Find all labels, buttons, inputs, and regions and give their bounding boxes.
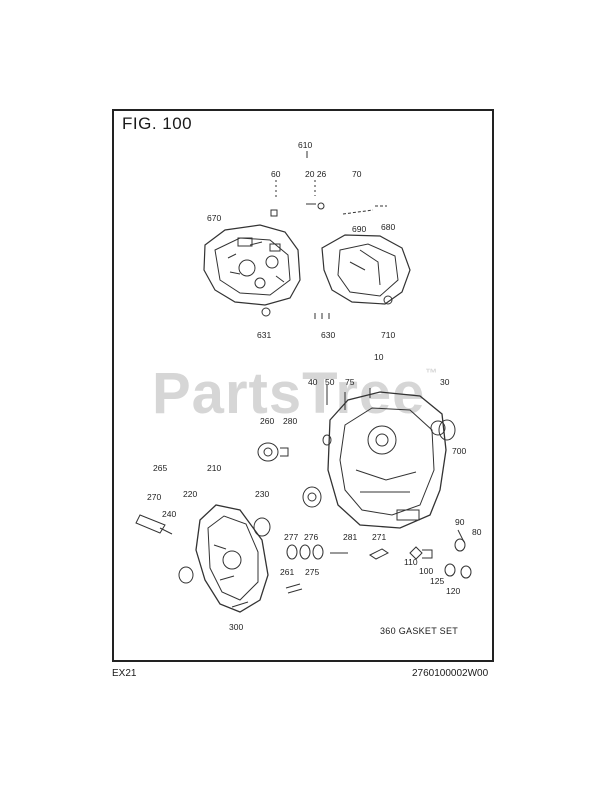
callout-70: 70 <box>352 169 362 179</box>
model-code: EX21 <box>112 668 137 679</box>
part-270-240-dipstick <box>135 514 173 535</box>
part-230-seal <box>302 486 322 508</box>
callout-210: 210 <box>207 463 222 473</box>
callout-281: 281 <box>343 532 358 542</box>
callout-270: 270 <box>147 492 162 502</box>
part-300-bolt <box>231 601 249 608</box>
callout-271: 271 <box>372 532 387 542</box>
callout-260: 260 <box>260 416 275 426</box>
part-260-280-bearing <box>257 442 289 462</box>
callout-700: 700 <box>452 446 467 456</box>
drawing-number: 2760100002W00 <box>412 668 489 679</box>
callout-276: 276 <box>304 532 319 542</box>
part-60-screw <box>270 209 278 217</box>
part-631-nut <box>261 307 271 317</box>
figure-frame <box>112 109 494 662</box>
callout-60: 60 <box>271 169 281 179</box>
callout-631: 631 <box>257 330 272 340</box>
part-210-crankcase-cover <box>178 504 271 613</box>
part-277-276-governor <box>285 544 348 594</box>
figure-title: FIG. 100 <box>122 114 193 133</box>
watermark-trademark: ™ <box>425 366 439 380</box>
callout-20-26: 20 26 <box>305 169 327 179</box>
part-40-50-75-pins <box>326 385 371 410</box>
part-700-oil-seal <box>438 419 456 441</box>
callout-265: 265 <box>153 463 168 473</box>
part-20-26-bolt-washer <box>306 202 325 210</box>
callout-230: 230 <box>255 489 270 499</box>
callout-710: 710 <box>381 330 396 340</box>
part-670-head-assembly <box>203 224 301 306</box>
callout-40: 40 <box>308 377 318 387</box>
callout-261: 261 <box>280 567 295 577</box>
callout-670: 670 <box>207 213 222 223</box>
callout-630: 630 <box>321 330 336 340</box>
callout-10: 10 <box>374 352 384 362</box>
callout-110: 110 <box>404 557 418 567</box>
callout-80: 80 <box>472 527 482 537</box>
part-10-crankcase <box>327 391 447 529</box>
part-70-stud <box>342 205 387 215</box>
callout-610: 610 <box>298 140 313 150</box>
callout-300: 300 <box>229 622 244 632</box>
callout-30: 30 <box>440 377 450 387</box>
callout-100: 100 <box>419 566 434 576</box>
callout-75: 75 <box>345 377 355 387</box>
partstree-watermark: PartsTree™ <box>152 360 438 427</box>
callout-240: 240 <box>162 509 177 519</box>
part-plug <box>322 434 332 446</box>
callout-275: 275 <box>305 567 320 577</box>
gasket-set-note: 360 GASKET SET <box>380 626 459 636</box>
callout-280: 280 <box>283 416 298 426</box>
callout-680: 680 <box>381 222 396 232</box>
part-690-680-cover <box>321 234 411 305</box>
part-110-100-plug-group <box>409 529 472 579</box>
callout-50: 50 <box>325 377 335 387</box>
callout-690: 690 <box>352 224 367 234</box>
callout-220: 220 <box>183 489 198 499</box>
callout-125: 125 <box>430 576 445 586</box>
watermark-text: PartsTree <box>152 361 426 426</box>
callout-120: 120 <box>446 586 461 596</box>
callout-277: 277 <box>284 532 299 542</box>
part-630-bolts <box>314 313 330 319</box>
part-271-governor-lever <box>369 548 389 560</box>
callout-90: 90 <box>455 517 465 527</box>
